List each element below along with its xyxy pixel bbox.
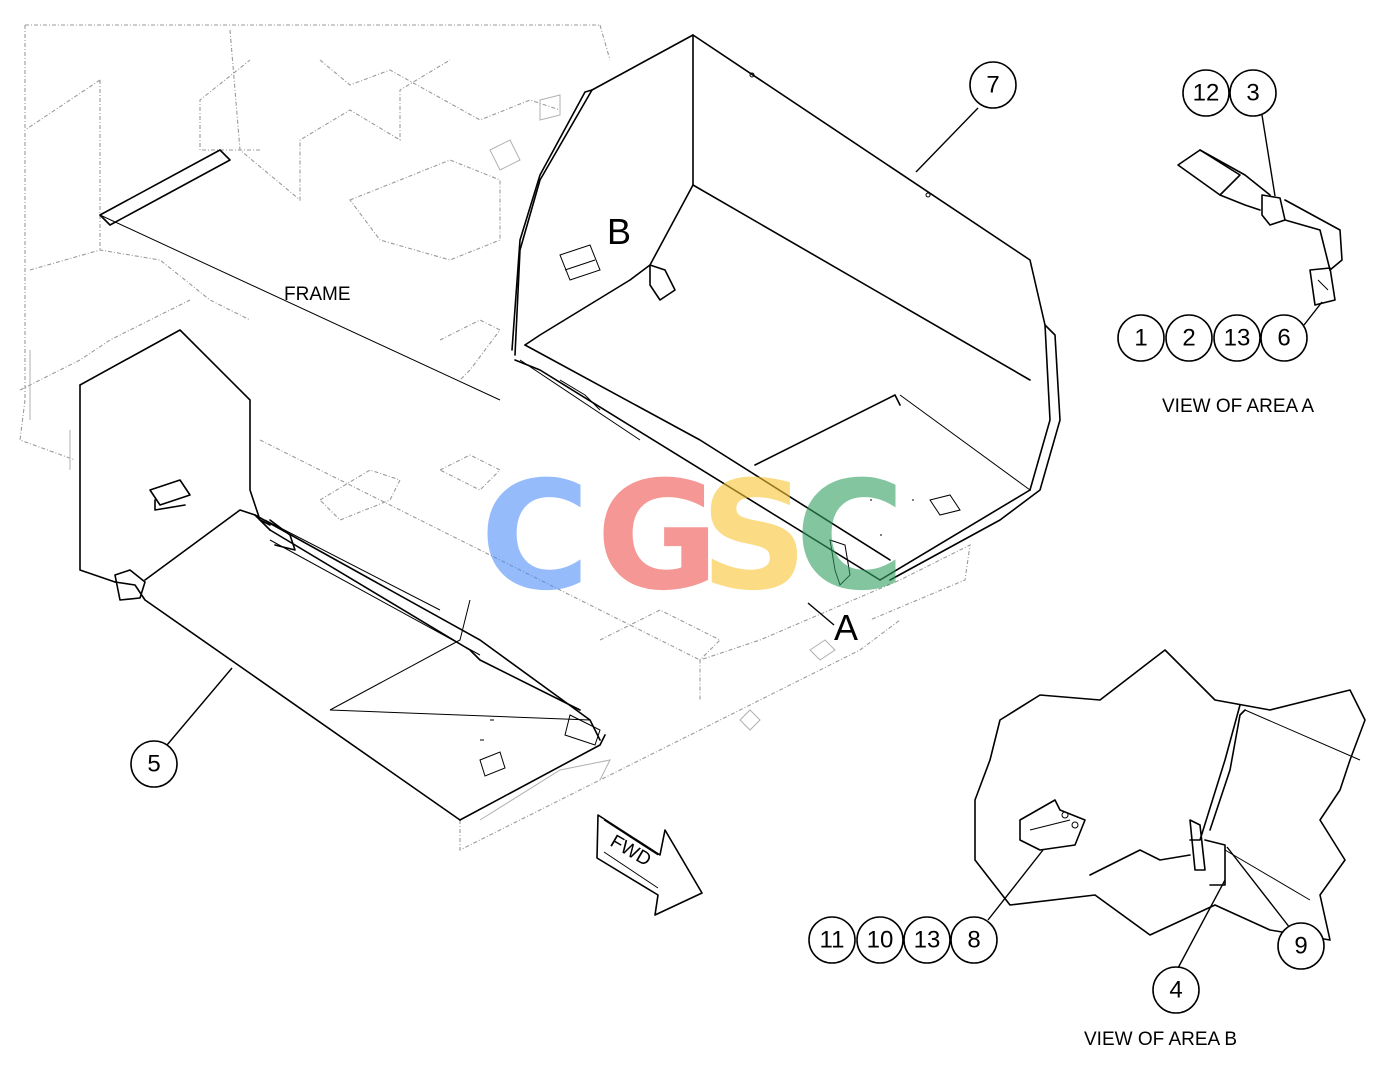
svg-text:12: 12: [1193, 80, 1220, 107]
svg-text:1: 1: [1134, 325, 1147, 352]
area-a-marker: A: [834, 607, 858, 648]
right-cover-panel: [511, 34, 1061, 586]
svg-text:6: 6: [1277, 325, 1290, 352]
svg-text:13: 13: [914, 927, 941, 954]
view-b-title: VIEW OF AREA B: [1084, 1029, 1237, 1050]
callout-10: 10: [856, 916, 904, 964]
frame-background: [19, 24, 971, 851]
callout-1: 1: [1117, 314, 1165, 362]
watermark-letter-c1: C: [480, 450, 590, 624]
svg-text:10: 10: [867, 927, 894, 954]
callout-9: 9: [1277, 922, 1325, 970]
svg-text:2: 2: [1182, 325, 1195, 352]
watermark-letter-g: G: [596, 450, 719, 624]
left-floor-panel: [79, 149, 606, 821]
callout-2: 2: [1165, 314, 1213, 362]
svg-text:4: 4: [1169, 977, 1182, 1004]
svg-text:3: 3: [1246, 80, 1259, 107]
detail-view-area-b: [974, 649, 1366, 969]
watermark-letter-c2: C: [795, 450, 905, 624]
callout-3: 3: [1229, 69, 1277, 117]
callout-12: 12: [1182, 69, 1230, 117]
svg-text:7: 7: [986, 72, 999, 99]
callout-13-area-a: 13: [1213, 314, 1261, 362]
frame-label: FRAME: [284, 284, 351, 305]
callout-7: 7: [969, 61, 1017, 109]
callout-4: 4: [1152, 966, 1200, 1014]
callout-13-area-b: 13: [903, 916, 951, 964]
callout-6: 6: [1260, 314, 1308, 362]
forward-arrow: FWD: [596, 814, 703, 916]
callout-11: 11: [808, 916, 856, 964]
watermark-letter-s: S: [700, 450, 808, 624]
svg-text:13: 13: [1224, 325, 1251, 352]
callout-8: 8: [950, 916, 998, 964]
callout-5: 5: [130, 740, 178, 788]
svg-text:8: 8: [967, 927, 980, 954]
watermark-logo: C G S C: [480, 450, 905, 624]
svg-text:5: 5: [147, 751, 160, 778]
svg-text:9: 9: [1294, 933, 1307, 960]
area-b-marker: B: [607, 211, 631, 252]
svg-text:11: 11: [820, 927, 845, 954]
detail-view-area-a: [1177, 114, 1343, 326]
view-a-title: VIEW OF AREA A: [1162, 396, 1314, 417]
